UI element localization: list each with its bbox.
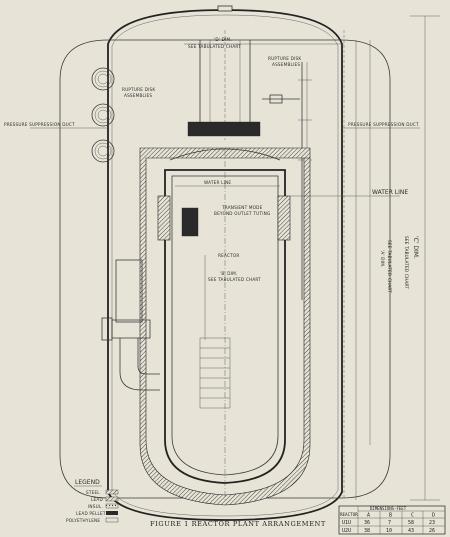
legend-item-steel: STEEL xyxy=(86,490,100,495)
label-water-line-outer: WATER LINE xyxy=(372,189,408,196)
label-transient-2: BEYOND OUTLET TUTING xyxy=(214,211,270,216)
top-shaft xyxy=(187,30,300,140)
legend-swatch-insul xyxy=(105,503,119,509)
table-row-1-a: 36 xyxy=(364,520,370,526)
rupture-disk-circles xyxy=(91,67,115,163)
label-rupture-right-2: ASSEMBLIES xyxy=(272,62,300,67)
reactor-shield xyxy=(139,147,311,506)
legend-swatch-poly xyxy=(105,517,119,523)
table-row-2-d: 26 xyxy=(429,528,435,534)
legend-swatch-lead xyxy=(105,496,119,502)
label-b-dim-sub: SEE TABULATED CHART xyxy=(208,277,261,282)
label-rupture-right-1: RUPTURE DISK xyxy=(268,56,301,61)
legend-title: LEGEND xyxy=(75,479,100,486)
label-d-dim: 'D' DIM. xyxy=(214,37,232,42)
figure-caption: FIGURE 1 REACTOR PLANT ARRANGEMENT xyxy=(150,520,326,528)
legend-swatch-steel xyxy=(105,489,119,495)
table-row-1-b: 7 xyxy=(388,520,391,526)
legend-item-lead: LEAD xyxy=(91,497,103,502)
table-title: DIMENSIONS-FEET xyxy=(370,506,407,511)
label-reactor: REACTOR xyxy=(218,253,239,258)
legend-swatch-pellets xyxy=(106,511,118,515)
table-header-d: D xyxy=(432,513,435,519)
dimension-table: DIMENSIONS-FEET REACTOR A B C D U1U 36 7… xyxy=(338,505,446,535)
label-a-dim-sub: SEE TABULATED CHART xyxy=(387,240,392,293)
label-transient-1: TRANSIENT MODE xyxy=(221,205,263,210)
label-rupture-left-1: RUPTURE DISK xyxy=(122,87,155,92)
table-header-reactor: REACTOR xyxy=(340,512,358,517)
legend-item-pellets: LEAD PELLETS xyxy=(76,511,109,516)
table-header-b: B xyxy=(389,513,392,519)
table-row-1-reactor: U1U xyxy=(342,520,351,526)
table-row-2-b: 10 xyxy=(386,528,392,534)
table-row-1-d: 23 xyxy=(429,520,435,526)
label-c-dim: 'C' DIM. xyxy=(412,236,419,259)
containment-vessel xyxy=(59,5,391,521)
legend-item-insul: INSUL. xyxy=(88,504,103,509)
label-d-dim-sub: SEE TABULATED CHART xyxy=(188,44,241,49)
table-row-1-c: 58 xyxy=(408,520,414,526)
table-row-2-reactor: U2U xyxy=(342,528,351,534)
label-c-dim-sub: SEE TABULATED CHART xyxy=(404,236,409,289)
table-header-c: C xyxy=(411,513,414,519)
label-water-line-inner: WATER LINE xyxy=(204,180,231,185)
label-rupture-left-2: ASSEMBLIES xyxy=(124,93,152,98)
legend: LEGEND STEEL LEAD INSUL. LEAD PELLETS PO… xyxy=(66,479,119,523)
label-a-dim: 'A' DIM. xyxy=(380,250,385,268)
label-b-dim: 'B' DIM. xyxy=(220,271,238,276)
table-row-2-a: 38 xyxy=(364,528,370,534)
table-row-2-c: 43 xyxy=(408,528,414,534)
piping xyxy=(101,259,160,391)
dimension-lines xyxy=(30,15,440,501)
table-header-a: A xyxy=(367,513,370,519)
label-duct-right: PRESSURE SUPPRESSION DUCT xyxy=(348,122,419,127)
annotations: 'D' DIM. SEE TABULATED CHART RUPTURE DIS… xyxy=(4,37,419,293)
legend-item-poly: POLYETHYLENE xyxy=(66,518,100,523)
label-duct-left: PRESSURE SUPPRESSION DUCT xyxy=(4,122,75,127)
